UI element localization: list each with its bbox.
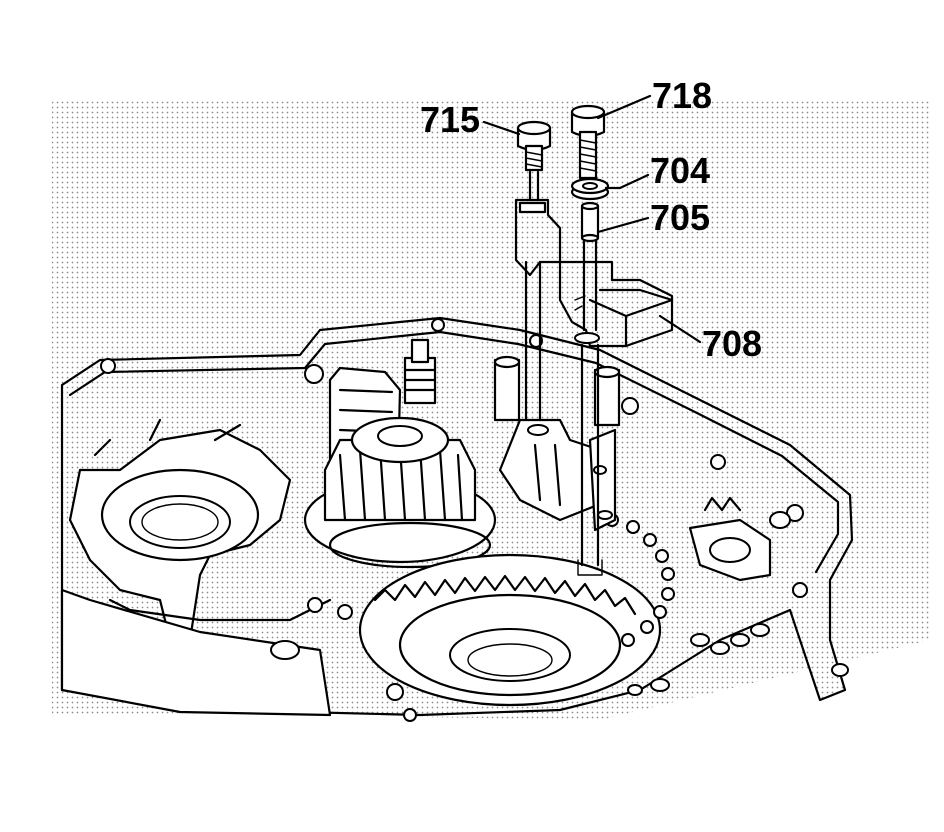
washer-704 — [570, 177, 610, 201]
bolt-715 — [516, 120, 552, 172]
transmission-case — [60, 316, 854, 722]
spacer-705 — [580, 201, 600, 243]
callout-718: 718 — [652, 75, 712, 116]
ring-gear — [358, 553, 662, 707]
alignment-lines — [524, 170, 603, 576]
pinion-gear — [303, 416, 497, 569]
callout-704: 704 — [650, 150, 710, 191]
bracket-708 — [514, 198, 674, 348]
callout-708: 708 — [702, 323, 762, 364]
right-side-ports — [627, 496, 849, 696]
callout-715: 715 — [420, 99, 480, 140]
leader-lines — [482, 94, 702, 344]
callout-705: 705 — [650, 197, 710, 238]
